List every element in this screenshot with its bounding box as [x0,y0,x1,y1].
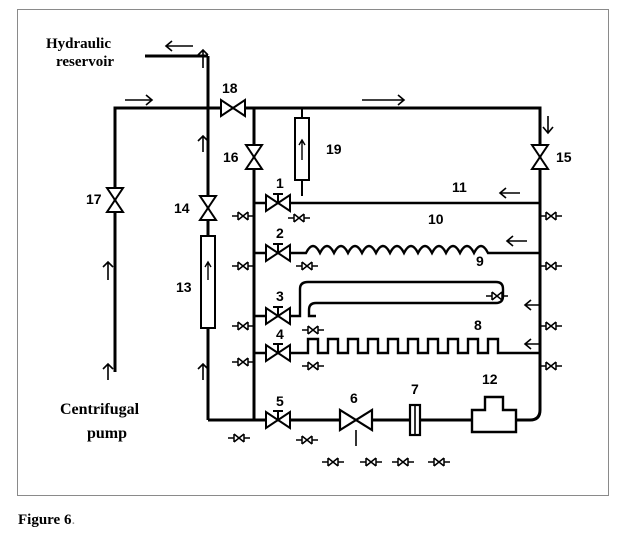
label-10: 10 [428,211,444,227]
valve-17 [105,187,125,213]
valve-2 [265,243,291,263]
valve-1 [265,193,291,213]
sampling-tap [540,261,562,271]
label-7: 7 [411,381,419,397]
pump-label-line1: Centrifugal [60,401,140,418]
label-4: 4 [276,326,284,342]
sampling-tap [296,435,318,445]
label-17: 17 [86,191,102,207]
caption-suffix: . [71,512,76,528]
label-18: 18 [222,80,238,96]
valve-4 [265,343,291,363]
valve-16 [244,144,264,170]
flowmeter-19 [294,108,310,196]
sampling-tap [296,261,318,271]
label-6: 6 [350,390,358,406]
sampling-tap [540,321,562,331]
label-16: 16 [223,149,239,165]
reservoir-label-line2: reservoir [56,54,114,70]
caption-label: Figure 6 [18,512,72,528]
sampling-tap [360,457,382,467]
label-12: 12 [482,371,498,387]
valve-14 [198,195,218,221]
label-19: 19 [326,141,342,157]
sampling-tap [228,433,250,443]
label-13: 13 [176,279,192,295]
pump-label-line2: pump [87,425,127,442]
label-8: 8 [474,317,482,333]
figure-caption: Figure 6. [18,512,75,529]
sampling-taps [228,211,562,467]
label-11: 11 [452,179,467,195]
label-15: 15 [556,149,572,165]
reservoir-flow-arrow [164,40,193,52]
sampling-tap [428,457,450,467]
sampling-tap [540,211,562,221]
flow-arrows [102,48,554,380]
tank-12 [470,395,518,434]
valve-18 [220,98,246,118]
sampling-tap [232,357,254,367]
flowmeter-13 [200,235,216,329]
reservoir-label-line1: Hydraulic [46,36,111,52]
sampling-tap [540,361,562,371]
label-2: 2 [276,225,284,241]
sampling-tap [232,261,254,271]
label-9: 9 [476,253,484,269]
test-lines [254,201,540,355]
sampling-tap [486,291,508,301]
sampling-tap [302,325,324,335]
orifice-7 [408,403,422,437]
sampling-tap [288,213,310,223]
sampling-tap [392,457,414,467]
main-piping [113,54,542,422]
sampling-tap [232,321,254,331]
valve-5 [265,410,291,430]
sampling-tap [322,457,344,467]
valve-3 [265,306,291,326]
sampling-tap [232,211,254,221]
sampling-tap [302,361,324,371]
valve-15 [530,144,550,170]
figure-frame [17,9,609,496]
label-1: 1 [276,175,284,191]
label-3: 3 [276,288,284,304]
hydraulic-test-rig-diagram: Hydraulic reservoir Centrifugal pump 18 … [46,36,572,467]
label-14: 14 [174,200,190,216]
label-5: 5 [276,393,284,409]
pump-6 [338,408,374,446]
